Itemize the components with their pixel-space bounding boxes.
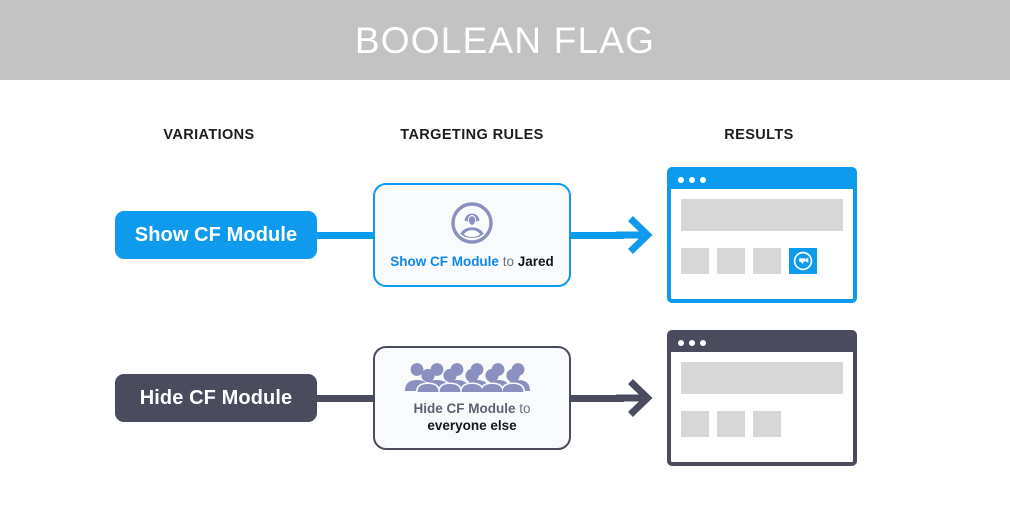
content-tile-row bbox=[681, 411, 843, 437]
window-dot-icon bbox=[700, 177, 706, 183]
targeting-rule-card-hide[interactable]: Hide CF Module to everyone else bbox=[373, 346, 571, 450]
content-tile bbox=[681, 411, 709, 437]
content-tile bbox=[717, 248, 745, 274]
browser-content-area bbox=[671, 352, 853, 462]
content-placeholder-block bbox=[681, 199, 843, 231]
column-header-targeting-rules: TARGETING RULES bbox=[400, 127, 544, 143]
window-dot-icon bbox=[700, 340, 706, 346]
content-tile bbox=[681, 248, 709, 274]
chat-bubble-icon bbox=[793, 251, 813, 271]
flag-rule-row-show: Show CF Module Show CF Module to Jared bbox=[0, 145, 1010, 325]
content-tile bbox=[753, 411, 781, 437]
cf-module-tile[interactable] bbox=[789, 248, 817, 274]
window-dot-icon bbox=[689, 340, 695, 346]
crowd-of-people-icon bbox=[403, 362, 541, 392]
content-tile bbox=[717, 411, 745, 437]
browser-title-bar bbox=[671, 334, 853, 352]
variation-pill-hide[interactable]: Hide CF Module bbox=[115, 374, 317, 422]
content-placeholder-block bbox=[681, 362, 843, 394]
arrow-right-icon bbox=[612, 375, 656, 421]
flag-rule-row-hide: Hide CF Module bbox=[0, 308, 1010, 488]
column-header-results: RESULTS bbox=[724, 127, 794, 143]
rule-audience: Jared bbox=[517, 253, 554, 269]
page-title: BOOLEAN FLAG bbox=[354, 19, 656, 61]
column-header-variations: VARIATIONS bbox=[163, 127, 255, 143]
targeting-rule-text-hide: Hide CF Module to everyone else bbox=[407, 400, 536, 434]
arrow-right-icon bbox=[612, 212, 656, 258]
window-dot-icon bbox=[689, 177, 695, 183]
connector-line-right bbox=[562, 232, 624, 239]
rule-audience: everyone else bbox=[427, 418, 517, 433]
rule-flag-name: Hide CF Module bbox=[413, 401, 516, 416]
rule-connector-word: to bbox=[502, 253, 514, 269]
targeting-rule-text-show: Show CF Module to Jared bbox=[384, 253, 560, 270]
connector-line-right bbox=[562, 395, 624, 402]
targeting-rule-card-show[interactable]: Show CF Module to Jared bbox=[373, 183, 571, 287]
result-browser-window-hide bbox=[667, 330, 857, 466]
content-tile bbox=[753, 248, 781, 274]
variation-pill-show[interactable]: Show CF Module bbox=[115, 211, 317, 259]
connector-line-left bbox=[300, 395, 380, 402]
result-browser-window-show bbox=[667, 167, 857, 303]
window-dot-icon bbox=[678, 177, 684, 183]
content-tile-row bbox=[681, 248, 843, 274]
rule-connector-word: to bbox=[519, 401, 531, 416]
browser-content-area bbox=[671, 189, 853, 299]
rule-flag-name: Show CF Module bbox=[390, 253, 499, 269]
header-banner: BOOLEAN FLAG bbox=[0, 0, 1010, 80]
single-user-icon bbox=[450, 201, 494, 245]
connector-line-left bbox=[300, 232, 380, 239]
browser-title-bar bbox=[671, 171, 853, 189]
variation-pill-label: Show CF Module bbox=[134, 223, 298, 246]
variation-pill-label: Hide CF Module bbox=[139, 386, 293, 409]
column-headers: VARIATIONS TARGETING RULES RESULTS bbox=[0, 127, 1010, 149]
window-dot-icon bbox=[678, 340, 684, 346]
